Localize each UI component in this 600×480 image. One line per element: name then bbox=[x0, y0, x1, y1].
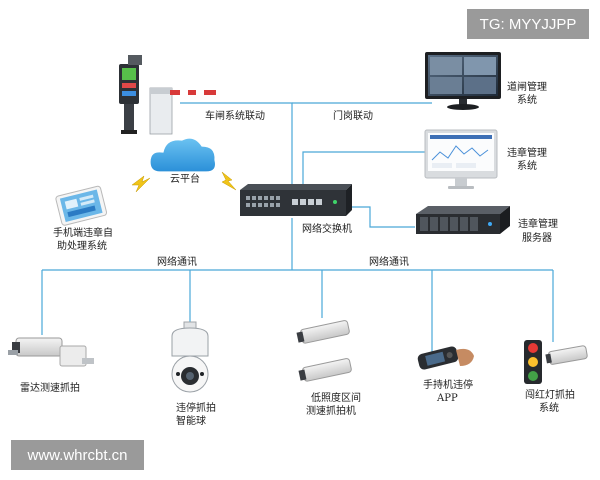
barrier-link-label: 车闸系统联动 bbox=[205, 109, 265, 122]
mobile-terminal-label-line2: 助处理系统 bbox=[57, 239, 107, 252]
handheld-terminal bbox=[417, 346, 474, 370]
handheld-label-line2: APP bbox=[436, 393, 458, 404]
cloud-label: 云平台 bbox=[170, 172, 200, 185]
violation-mgmt-label-line1: 违章管理 bbox=[507, 146, 547, 159]
lightning-icon-left bbox=[131, 175, 151, 193]
radar-camera bbox=[8, 337, 94, 367]
violation-mgmt-monitor bbox=[424, 129, 498, 189]
radar-camera-label: 雷达测速抓拍 bbox=[20, 381, 80, 394]
mobile-terminal-label-line1: 手机端违章自 bbox=[53, 226, 113, 239]
violation-server bbox=[416, 206, 510, 234]
road-gate-mgmt-label-line1: 道闸管理 bbox=[507, 80, 547, 93]
lightning-icon-right bbox=[221, 171, 237, 191]
violation-server-label-line2: 服务器 bbox=[522, 231, 552, 244]
red-light-label-line2: 系统 bbox=[539, 401, 559, 414]
line-server bbox=[352, 206, 415, 228]
network-right-label: 网络通讯 bbox=[369, 255, 409, 268]
gate-link-label: 门岗联动 bbox=[333, 109, 373, 122]
cloud-icon: 云平台 bbox=[149, 137, 217, 185]
road-gate-monitor bbox=[425, 52, 501, 110]
violation-mgmt-label-line2: 系统 bbox=[517, 159, 537, 172]
violation-server-label-line1: 违章管理 bbox=[518, 217, 558, 230]
network-left-label: 网络通讯 bbox=[157, 255, 197, 268]
dome-camera-label-line1: 违停抓拍 bbox=[176, 401, 216, 414]
site-watermark: www.whrcbt.cn bbox=[11, 440, 144, 470]
tablet-device bbox=[55, 185, 108, 226]
traffic-light-camera bbox=[524, 340, 588, 384]
red-light-label-line1: 闯红灯抓拍 bbox=[525, 388, 575, 401]
wireless-icons bbox=[131, 171, 237, 193]
low-light-camera bbox=[296, 320, 352, 382]
low-light-camera-label-line2: 测速抓拍机 bbox=[306, 404, 356, 417]
road-gate-mgmt-label-line2: 系统 bbox=[517, 93, 537, 106]
tg-watermark: TG: MYYJJPP bbox=[467, 9, 589, 39]
handheld-label-line1: 手持机违停 bbox=[423, 378, 473, 391]
line-violation-mgmt bbox=[302, 151, 432, 185]
low-light-camera-label-line1: 低照度区间 bbox=[311, 391, 361, 404]
barrier-gate bbox=[119, 55, 216, 135]
connection-lines bbox=[41, 102, 554, 352]
switch-label: 网络交换机 bbox=[302, 222, 352, 235]
dome-camera bbox=[171, 321, 209, 393]
network-switch bbox=[240, 184, 352, 216]
dome-camera-label-line2: 智能球 bbox=[176, 414, 206, 427]
